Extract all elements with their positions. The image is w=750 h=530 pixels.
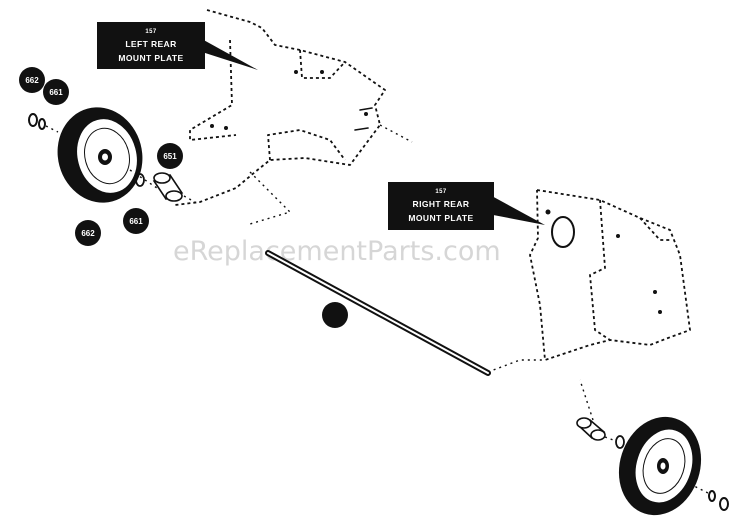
svg-text:651: 651: [163, 152, 177, 161]
badge-axle: [322, 302, 348, 328]
badge-651-mid: 651: [157, 143, 183, 169]
right-spacer-bushing: [576, 417, 625, 449]
badge-662-bottom: 662: [75, 220, 101, 246]
callout-left-rear-mount-plate: 157 LEFT REAR MOUNT PLATE: [97, 22, 258, 70]
right-wheel: [618, 416, 702, 516]
callout-left-line1: LEFT REAR: [125, 39, 176, 49]
svg-text:662: 662: [81, 229, 95, 238]
callout-left-line2: MOUNT PLATE: [118, 53, 183, 63]
svg-text:662: 662: [25, 76, 39, 85]
left-rear-mount-plate: [174, 9, 413, 225]
badge-661-top: 661: [43, 79, 69, 105]
callout-right-rear-mount-plate: 157 RIGHT REAR MOUNT PLATE: [388, 182, 545, 230]
svg-text:661: 661: [49, 88, 63, 97]
callout-left-number: 157: [145, 29, 156, 35]
left-spacer-bushing: [152, 172, 196, 203]
left-wheel: [57, 107, 143, 203]
callout-right-line2: MOUNT PLATE: [408, 213, 473, 223]
axle-rod: [265, 250, 491, 376]
watermark: eReplacementParts.com: [173, 236, 501, 267]
badge-661-bottom: 661: [123, 208, 149, 234]
left-wheel-hardware: [28, 113, 161, 191]
right-wheel-hardware: [689, 483, 729, 511]
badge-662-top: 662: [19, 67, 45, 93]
callout-right-number: 157: [435, 189, 446, 195]
right-rear-mount-plate: [487, 189, 691, 421]
callout-right-line1: RIGHT REAR: [413, 199, 470, 209]
svg-text:661: 661: [129, 217, 143, 226]
